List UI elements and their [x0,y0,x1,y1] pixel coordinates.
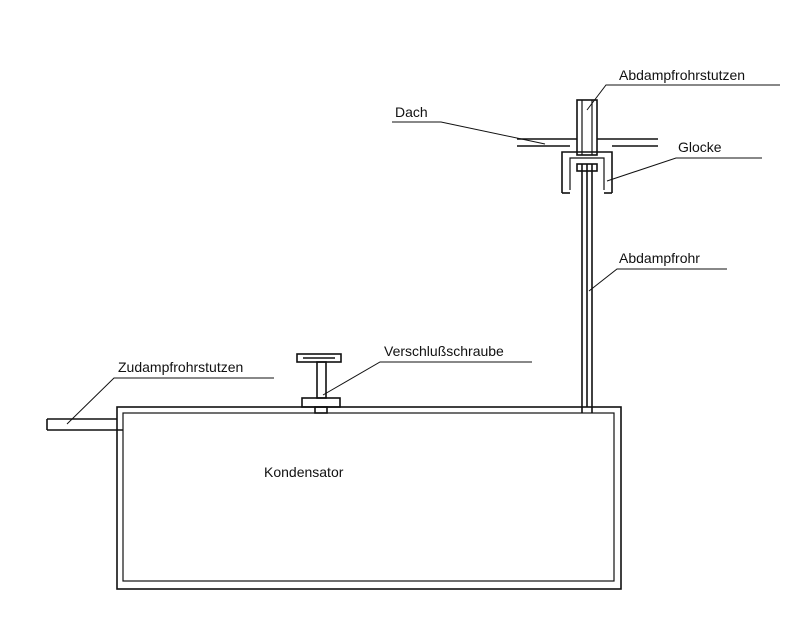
screw-flange [301,397,341,408]
tank-outer-wall [116,406,622,590]
exhaust-pipe [581,164,593,413]
roof [517,138,658,147]
label-dach: Dach [395,104,428,120]
leader-zudampfrohrstutzen [66,377,274,425]
bell-outer [561,151,613,193]
sealing-screw [296,353,342,414]
inlet-pipe-stub [46,418,123,431]
label-glocke: Glocke [678,139,722,155]
leader-dach [392,121,546,145]
screw-neck [314,406,328,414]
screw-spindle [316,361,327,399]
label-verschlussschraube: Verschlußschraube [384,343,504,359]
bell-pipe-collar [576,163,598,172]
label-abdampfrohrstutzen: Abdampfrohrstutzen [619,67,746,83]
stub-outer [576,99,598,156]
condenser-tank [116,406,622,590]
label-kondensator: Kondensator [264,464,344,480]
label-zudampfrohrstutzen: Zudampfrohrstutzen [118,359,244,375]
leader-lines [66,84,780,425]
label-abdampfrohr: Abdampfrohr [619,250,700,266]
leader-abdampfrohr [588,268,727,292]
leader-verschlussschraube [322,361,532,396]
leader-abdampfrohrstutzen [586,84,780,111]
leader-glocke [606,157,762,182]
exhaust-pipe-stub [576,99,598,156]
bell-cap [561,151,613,194]
bell-inner [569,157,605,190]
tank-inner-wall [122,412,615,582]
